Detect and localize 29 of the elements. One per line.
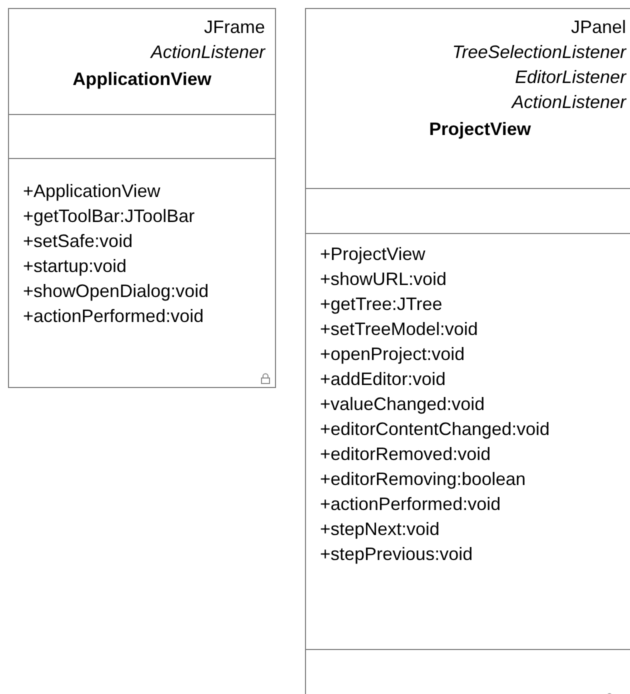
class-name: ProjectView [429,118,531,141]
method-signature: +stepPrevious:void [320,543,473,566]
method-signature: +openProject:void [320,343,465,366]
method-signature: +valueChanged:void [320,393,485,416]
method-signature: +actionPerformed:void [320,493,501,516]
method-signature: +showURL:void [320,268,447,291]
method-signature: +editorRemoved:void [320,443,491,466]
method-signature: +actionPerformed:void [23,305,204,328]
method-signature: +editorContentChanged:void [320,418,550,441]
method-signature: +getToolBar:JToolBar [23,205,195,228]
class-box [305,8,630,694]
method-signature: +startup:void [23,255,127,278]
method-signature: +setSafe:void [23,230,133,253]
method-signature: +editorRemoving:boolean [320,468,526,491]
method-signature: +ProjectView [320,243,426,266]
superclass-name: JPanel [570,16,626,39]
method-signature: +showOpenDialog:void [23,280,209,303]
interface-name: TreeSelectionListener [452,41,626,64]
interface-name: EditorListener [514,66,626,89]
method-signature: +getTree:JTree [320,293,442,316]
method-signature: +setTreeModel:void [320,318,478,341]
method-signature: +stepNext:void [320,518,440,541]
class-name: ApplicationView [72,68,212,91]
class-box [8,8,276,388]
interface-name: ActionListener [512,91,626,114]
superclass-name: JFrame [204,16,265,39]
method-signature: +addEditor:void [320,368,446,391]
interface-name: ActionListener [150,41,265,64]
method-signature: +ApplicationView [23,180,160,203]
